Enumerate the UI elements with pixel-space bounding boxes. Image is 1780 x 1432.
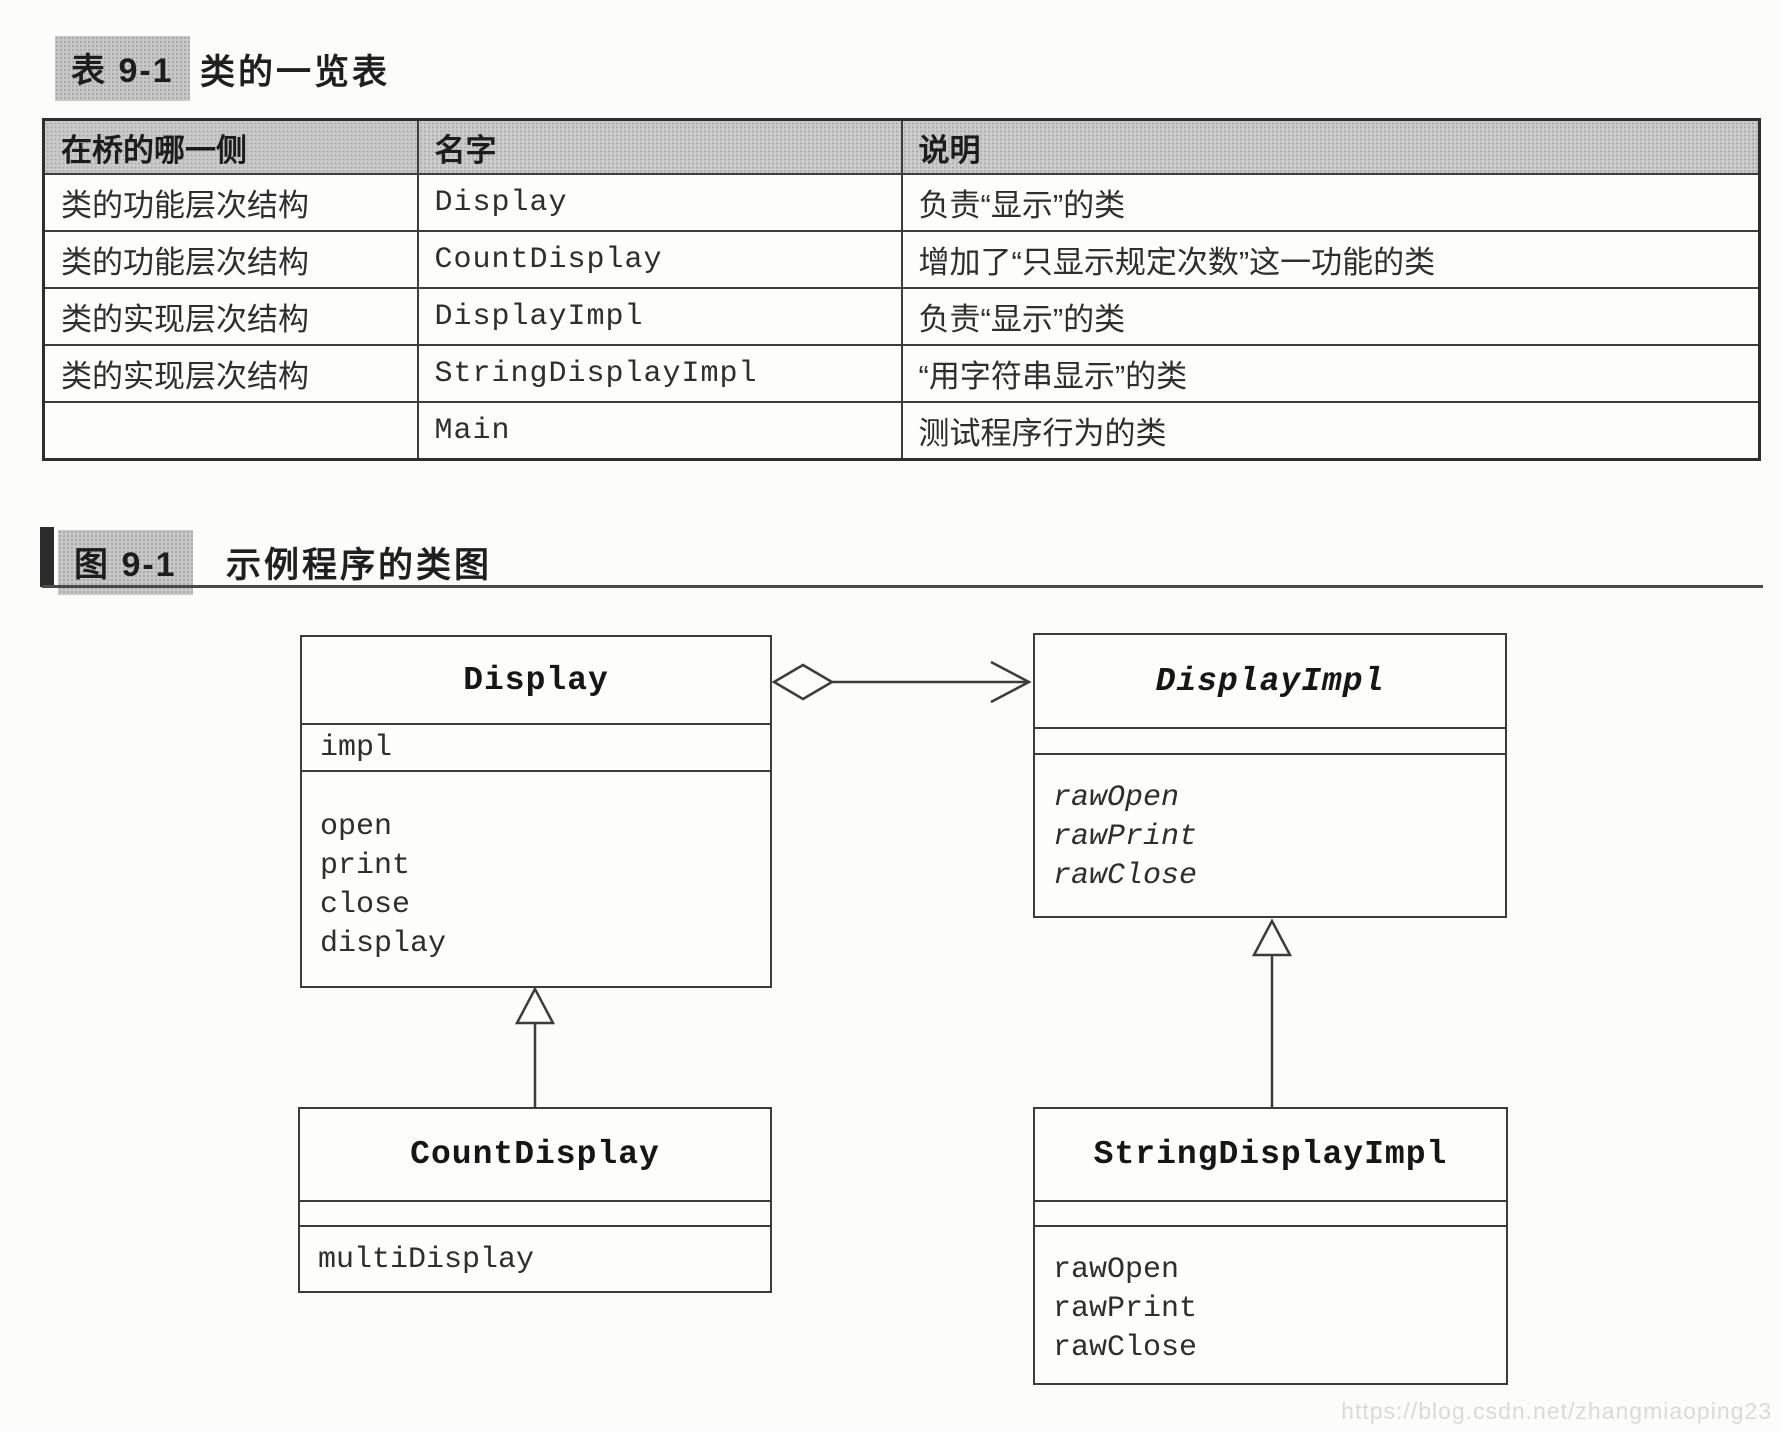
generalization-triangle [514, 986, 556, 1025]
figure-badge: 图 9-1 [58, 530, 193, 595]
cell-name: Display [416, 173, 903, 232]
class-methods: rawOpen rawPrint rawClose [1035, 755, 1505, 896]
table-badge: 表 9-1 [55, 36, 190, 101]
table-section-title: 类的一览表 [200, 53, 391, 92]
class-attributes-empty [300, 1202, 770, 1227]
open-arrowhead [990, 660, 1032, 704]
cell-name: Main [416, 401, 903, 461]
class-name: DisplayImpl [1035, 635, 1505, 729]
class-box-display: Display impl open print close display [300, 635, 772, 988]
cell-description: 负责“显示”的类 [900, 173, 1761, 232]
watermark-url: https://blog.csdn.net/zhangmiaoping23 [1341, 1398, 1772, 1424]
class-method: close [320, 888, 411, 922]
cell-description: 增加了“只显示规定次数”这一功能的类 [900, 230, 1761, 289]
class-method: rawPrint [1053, 820, 1198, 854]
cell-side: 类的实现层次结构 [42, 287, 419, 346]
column-header-name: 名字 [416, 118, 903, 175]
table-row: 类的功能层次结构 CountDisplay 增加了“只显示规定次数”这一功能的类 [42, 230, 1761, 289]
class-name: Display [302, 637, 770, 725]
table-row: Main 测试程序行为的类 [42, 401, 1761, 461]
figure-heading-rule [42, 585, 1763, 588]
class-method: rawOpen [1053, 781, 1180, 815]
class-box-string-display-impl: StringDisplayImpl rawOpen rawPrint rawCl… [1033, 1107, 1508, 1385]
class-list-table: 在桥的哪一侧 名字 说明 类的功能层次结构 Display 负责“显示”的类 类… [42, 118, 1761, 461]
class-attribute: impl [302, 725, 770, 772]
class-method: display [320, 927, 447, 961]
cell-description: “用字符串显示”的类 [900, 344, 1761, 403]
class-method: rawOpen [1053, 1253, 1180, 1287]
cell-name: DisplayImpl [416, 287, 903, 346]
class-box-count-display: CountDisplay multiDisplay [298, 1107, 772, 1293]
table-row: 类的实现层次结构 DisplayImpl 负责“显示”的类 [42, 287, 1761, 346]
class-method: rawClose [1053, 859, 1198, 893]
cell-side: 类的实现层次结构 [42, 344, 419, 403]
table-row: 类的功能层次结构 Display 负责“显示”的类 [42, 173, 1761, 232]
class-method: rawClose [1053, 1331, 1198, 1365]
class-box-display-impl: DisplayImpl rawOpen rawPrint rawClose [1033, 633, 1507, 918]
class-method: open [320, 810, 393, 844]
class-name: StringDisplayImpl [1035, 1109, 1506, 1202]
class-methods: open print close display [302, 772, 770, 964]
column-header-side: 在桥的哪一侧 [42, 118, 419, 175]
cell-name: StringDisplayImpl [416, 344, 903, 403]
class-method: rawPrint [1053, 1292, 1198, 1326]
class-name: CountDisplay [300, 1109, 770, 1202]
cell-name: CountDisplay [416, 230, 903, 289]
table-row: 类的实现层次结构 StringDisplayImpl “用字符串显示”的类 [42, 344, 1761, 403]
cell-side: 类的功能层次结构 [42, 173, 419, 232]
cell-side: 类的功能层次结构 [42, 230, 419, 289]
class-method: print [320, 849, 411, 883]
class-attributes-empty [1035, 729, 1505, 755]
figure-section-title: 示例程序的类图 [226, 546, 493, 585]
figure-heading-bar [40, 527, 54, 587]
cell-description: 测试程序行为的类 [900, 401, 1761, 461]
class-methods: rawOpen rawPrint rawClose [1035, 1227, 1506, 1368]
class-methods: multiDisplay [300, 1227, 770, 1280]
class-attributes-empty [1035, 1202, 1506, 1227]
cell-description: 负责“显示”的类 [900, 287, 1761, 346]
column-header-description: 说明 [900, 118, 1761, 175]
aggregation-diamond [771, 663, 835, 701]
cell-side [42, 401, 419, 461]
generalization-triangle [1251, 918, 1293, 957]
table-header-row: 在桥的哪一侧 名字 说明 [42, 118, 1761, 175]
class-method: multiDisplay [318, 1243, 535, 1277]
